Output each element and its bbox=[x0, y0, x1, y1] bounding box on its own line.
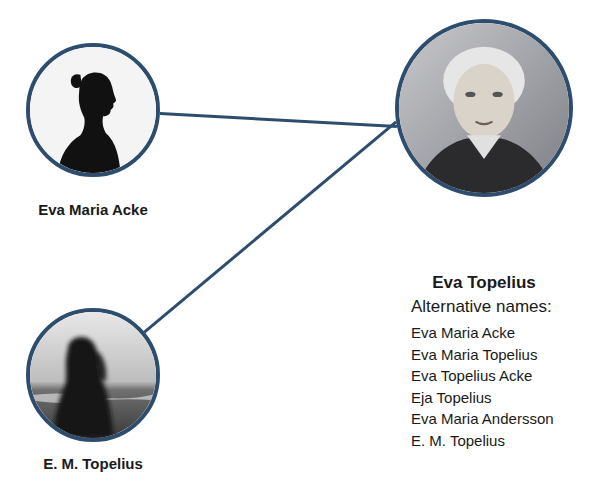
node-heading: Eva Maria Acke bbox=[26, 200, 160, 220]
text-group: Eva Maria Acke bbox=[26, 200, 160, 220]
node-heading: E. M. Topelius bbox=[26, 454, 160, 474]
person-node: Eva TopeliusAlternative names:Eva Maria … bbox=[395, 19, 573, 197]
alt-name: Eva Maria Acke bbox=[395, 322, 573, 344]
alt-name: Eja Topelius bbox=[395, 387, 573, 409]
photo-circle bbox=[395, 19, 573, 197]
silhouette-photo bbox=[30, 312, 156, 438]
text-group: Eva TopeliusAlternative names: Eva Maria … bbox=[395, 271, 573, 452]
photo-circle bbox=[26, 308, 160, 442]
alt-name: Eva Topelius Acke bbox=[395, 365, 573, 387]
photo-circle bbox=[26, 43, 160, 177]
alt-name: Eva Maria Topelius bbox=[395, 344, 573, 366]
alt-name: Eva Maria Andersson bbox=[395, 408, 573, 430]
node-heading: Eva Topelius bbox=[395, 271, 573, 295]
silhouette-photo bbox=[30, 47, 156, 173]
person-node: E. M. Topelius bbox=[26, 308, 160, 442]
connector-line bbox=[144, 122, 396, 332]
connector-line bbox=[160, 114, 397, 127]
list-heading: Alternative names: bbox=[395, 295, 573, 319]
person-node: Eva Maria Acke bbox=[26, 43, 160, 177]
portrait-photo bbox=[399, 23, 569, 193]
alt-name: E. M. Topelius bbox=[395, 430, 573, 452]
text-group: E. M. Topelius bbox=[26, 454, 160, 474]
